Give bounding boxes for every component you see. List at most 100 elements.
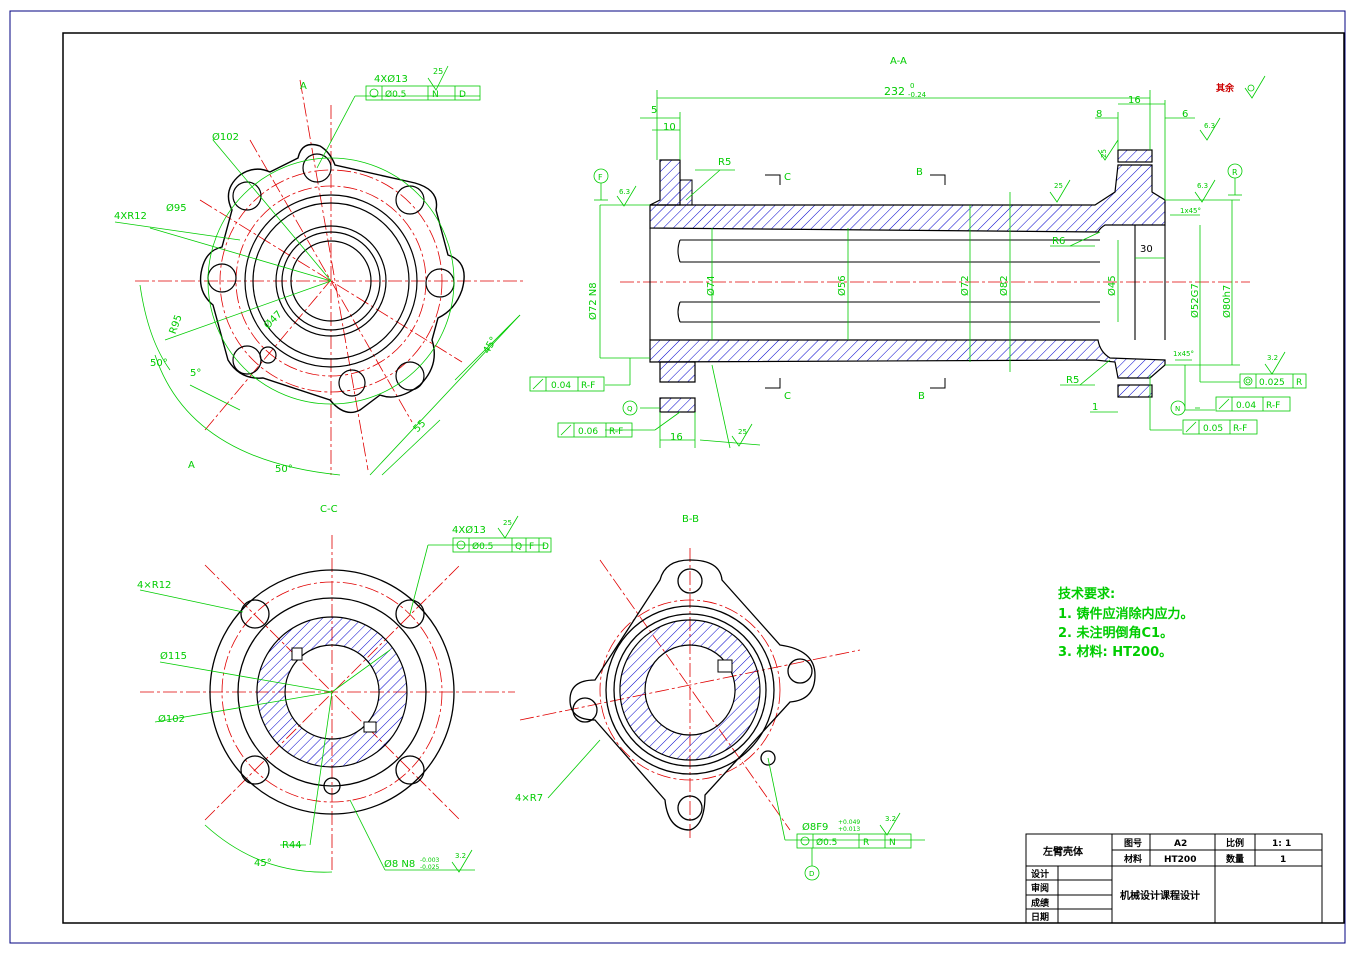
aa-rough-25a: 25 xyxy=(1054,182,1063,190)
bb-frame-ref1: R xyxy=(863,838,869,848)
bb-title: B-B xyxy=(682,514,699,525)
aa-chamfer1: 1x45° xyxy=(1180,207,1201,215)
fv-roughness-symbol xyxy=(427,65,449,91)
fv-frame-ref2: D xyxy=(459,90,466,100)
aa-tol232-up: 0 xyxy=(910,82,914,90)
aa-fcf1-ref: R-F xyxy=(581,381,595,391)
aa-d45: Ø45 xyxy=(1106,275,1118,296)
section-cc-view: C-C xyxy=(137,504,552,873)
fv-r12: 4XR12 xyxy=(114,211,147,222)
aa-r6: R6 xyxy=(1052,236,1065,247)
bb-d8f9: Ø8F9 xyxy=(802,821,828,833)
fv-frame-tol: Ø0.5 xyxy=(385,89,406,100)
fv-position-frame: Ø0.5 N D xyxy=(365,85,481,101)
aa-d16a: 16 xyxy=(670,432,683,443)
tb-qty: 1 xyxy=(1280,855,1286,865)
fv-d47: Ø47 xyxy=(262,308,285,331)
tb-design: 设计 xyxy=(1031,868,1049,880)
cc-roughness-symbol-2 xyxy=(451,849,473,873)
bb-tol-up: +0.049 xyxy=(838,819,860,826)
fv-ang5: 5° xyxy=(190,368,201,379)
fv-frame-ref1: N xyxy=(432,90,439,100)
aa-d82: Ø82 xyxy=(998,275,1010,296)
tb-review: 审阅 xyxy=(1031,882,1049,894)
aa-fcf4-ref: R-F xyxy=(1266,401,1280,411)
section-a-top: A xyxy=(300,81,307,92)
cc-title: C-C xyxy=(320,504,338,515)
cc-frame-ref3: D xyxy=(542,542,549,552)
tech-title: 技术要求: xyxy=(1058,586,1115,602)
tb-scale: 1: 1 xyxy=(1272,839,1291,849)
tech-item-3: 3. 材料: HT200。 xyxy=(1058,644,1172,660)
aa-len232: 232 xyxy=(884,85,905,98)
aa-fcf-3 xyxy=(1239,373,1307,389)
aa-rough-63b: 6.3 xyxy=(1197,182,1208,190)
datum-f: F xyxy=(598,173,603,182)
section-aa-view: A-A xyxy=(529,56,1307,449)
aa-d5: 5 xyxy=(651,105,657,116)
tech-item-2: 2. 未注明倒角C1。 xyxy=(1058,625,1173,641)
aa-r5b: R5 xyxy=(1066,375,1079,386)
bb-tol-dn: +0.013 xyxy=(838,826,860,833)
bb-roughness-symbol xyxy=(879,812,901,836)
tb-qty-label: 数量 xyxy=(1226,853,1244,865)
section-a-bottom: A xyxy=(188,460,195,471)
aa-chamfer2: 1x45° xyxy=(1173,350,1194,358)
aa-d30: 30 xyxy=(1140,244,1153,255)
aa-fcf4-val: 0.04 xyxy=(1236,401,1256,411)
cc-tol-dn: -0.025 xyxy=(420,864,440,871)
cc-d115: Ø115 xyxy=(160,650,187,662)
sheet-inner-border xyxy=(62,32,1345,924)
tech-requirements: 技术要求: 1. 铸件应消除内应力。 2. 未注明倒角C1。 3. 材料: HT… xyxy=(1058,586,1194,660)
cc-r44: R44 xyxy=(282,840,302,851)
cc-frame-ref1: Q xyxy=(515,542,522,552)
sheet-outer-border xyxy=(9,10,1346,944)
aa-cut-b-bottom: B xyxy=(918,391,925,402)
title-block: 左臂壳体 图号 A2 比例 1: 1 材料 HT200 数量 1 设计 审阅 成… xyxy=(1025,833,1323,924)
aa-cut-c-top: C xyxy=(784,172,791,183)
aa-d16b: 16 xyxy=(1128,95,1141,106)
aa-d72: Ø72 xyxy=(959,275,971,296)
aa-fcf5-val: 0.05 xyxy=(1203,424,1223,434)
cc-holes: 4XØ13 xyxy=(452,524,486,536)
fv-ang50a: 50° xyxy=(150,358,168,369)
aa-cut-c-bottom: C xyxy=(784,391,791,402)
aa-fcf5-ref: R-F xyxy=(1233,424,1247,434)
datum-r: R xyxy=(1232,168,1238,177)
bb-frame-tol: Ø0.5 xyxy=(816,837,837,848)
aa-title: A-A xyxy=(890,56,907,67)
aa-fcf3-ref: R xyxy=(1296,378,1302,388)
bb-rough32: 3.2 xyxy=(885,815,896,823)
aa-r5a: R5 xyxy=(718,157,731,168)
aa-d52g7: Ø52G7 xyxy=(1189,283,1201,318)
cc-ang45: 45° xyxy=(254,858,272,869)
aa-fcf-5 xyxy=(1182,419,1258,435)
cc-position-frame: Ø0.5 Q F D xyxy=(452,537,552,553)
aa-d6: 6 xyxy=(1182,109,1188,120)
cc-d8n8: Ø8 N8 xyxy=(384,858,415,870)
aa-d56: Ø56 xyxy=(836,275,848,296)
section-bb-view: B-B 4×R7 Ø8F9 +0.049 +0.013 3. xyxy=(515,514,925,881)
aa-tol232-dn: -0.24 xyxy=(908,91,927,99)
aa-fcf3-val: 0.025 xyxy=(1259,378,1285,388)
bb-frame-ref2: N xyxy=(889,838,896,848)
datum-d: D xyxy=(809,870,814,878)
tb-course: 机械设计课程设计 xyxy=(1120,889,1200,902)
bb-r7: 4×R7 xyxy=(515,793,543,804)
cc-rough32: 3.2 xyxy=(455,852,466,860)
aa-d72n8: Ø72 N8 xyxy=(587,282,599,320)
aa-fcf2-ref: R-F xyxy=(609,427,623,437)
front-view: A A 4XØ13 25 Ø0.5 N D Ø102 Ø95 4XR12 R95… xyxy=(114,65,525,476)
tb-grade: 成绩 xyxy=(1031,897,1049,909)
tb-drawing-no: A2 xyxy=(1174,839,1187,849)
fv-r95: R95 xyxy=(168,313,185,335)
aa-fcf-4 xyxy=(1215,396,1291,412)
cc-rough25: 25 xyxy=(503,519,512,527)
aa-d74: Ø74 xyxy=(705,275,717,296)
aa-fcf-2 xyxy=(557,422,633,438)
tb-drawing-no-label: 图号 xyxy=(1124,838,1142,849)
aa-cut-b-top: B xyxy=(916,167,923,178)
fv-d95: Ø95 xyxy=(166,202,187,214)
cc-r12: 4×R12 xyxy=(137,580,171,591)
